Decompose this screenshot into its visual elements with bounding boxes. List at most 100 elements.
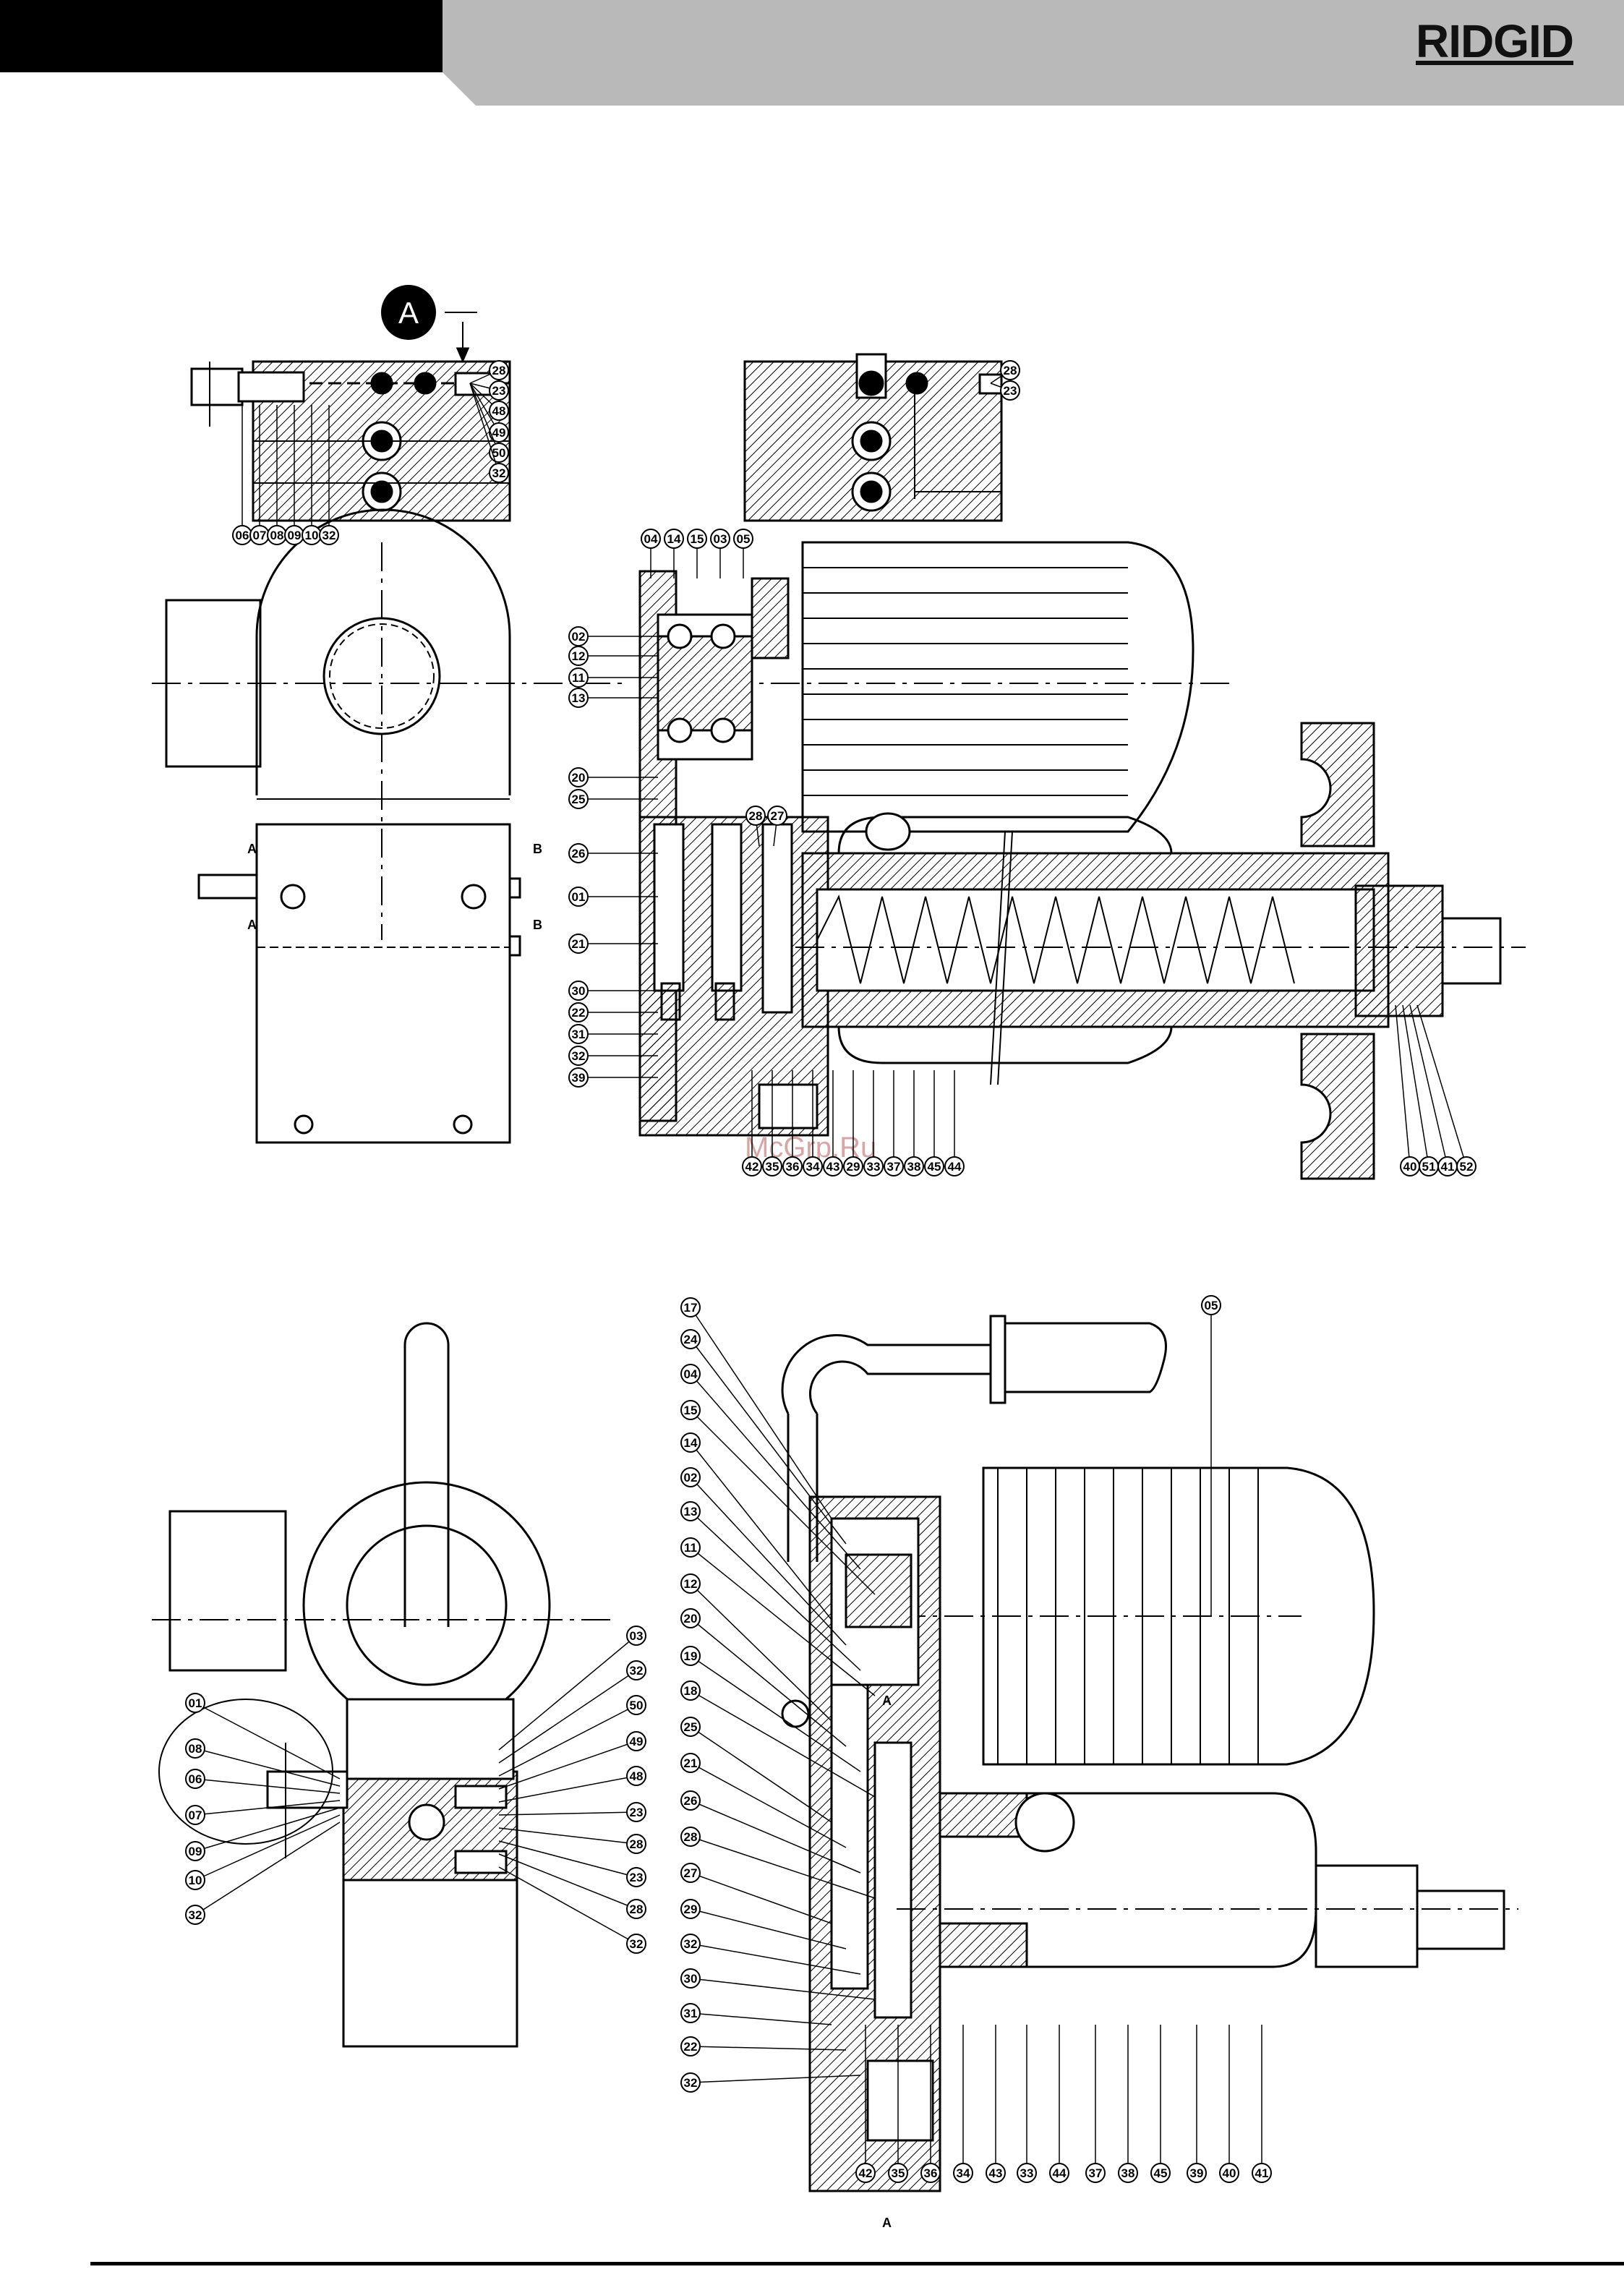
callout-circle (626, 1834, 646, 1854)
callout-circle (680, 1297, 701, 1317)
header-tab-shape (443, 72, 1624, 106)
callout-number: 32 (684, 1937, 698, 1951)
callout-leader (469, 383, 500, 453)
callout-number: 39 (1190, 2166, 1204, 2180)
callout-number: 01 (572, 890, 586, 904)
callout-leader (195, 1702, 341, 1780)
callout-circle (626, 1899, 646, 1919)
callout-leader (498, 1840, 637, 1878)
callout-leader (690, 1442, 832, 1620)
callout-number: 01 (189, 1696, 202, 1710)
callout-circle (680, 2072, 701, 2093)
callout-circle (680, 1934, 701, 1954)
callout-circle (626, 1802, 646, 1822)
callout-number: 04 (684, 1367, 698, 1381)
callout-number: 43 (989, 2166, 1003, 2180)
callout-number: 38 (907, 1160, 921, 1174)
section-mark: A (247, 842, 257, 856)
callout-number: 07 (253, 529, 267, 542)
callout-number: 40 (1403, 1160, 1417, 1174)
callout-number: 48 (630, 1769, 644, 1783)
callout-leader (690, 1583, 832, 1722)
callout-number: 11 (684, 1541, 697, 1555)
callout-circle (986, 2163, 1006, 2183)
callout-circle (680, 1899, 701, 1919)
callout-leader (195, 1814, 341, 1881)
callout-number: 52 (1460, 1160, 1474, 1174)
callout-number: 37 (1089, 2166, 1103, 2180)
callout-circle (626, 1731, 646, 1751)
callout-circle (680, 1573, 701, 1594)
callout-leader (690, 1477, 847, 1646)
callout-number: 22 (572, 1006, 586, 1020)
callout-number: 20 (572, 771, 586, 785)
callout-number: 26 (684, 1794, 698, 1808)
callout-number: 39 (572, 1071, 586, 1085)
callout-number: 28 (1004, 364, 1017, 377)
callout-circle (823, 1156, 843, 1176)
callout-number: 24 (684, 1333, 698, 1346)
callout-circle (680, 1364, 701, 1384)
callout-number: 32 (492, 466, 506, 480)
callout-number: 06 (236, 529, 249, 542)
callout-number: 32 (189, 1908, 202, 1922)
section-mark: B (533, 918, 542, 932)
callout-circle (710, 529, 730, 549)
callout-number: 30 (572, 984, 586, 998)
callout-circle (680, 1717, 701, 1737)
callout-number: 12 (572, 649, 586, 663)
callout-number: 28 (749, 809, 763, 823)
callout-circle (1000, 360, 1020, 380)
callout-number: 02 (572, 630, 586, 644)
callout-number: 42 (745, 1160, 759, 1174)
callout-circle (1219, 2163, 1239, 2183)
callout-circle (687, 529, 707, 549)
callout-circle (680, 1646, 701, 1666)
ridgid-logo: RIDGID (1416, 15, 1574, 67)
callout-number: 44 (948, 1160, 962, 1174)
callout-number: 43 (826, 1160, 840, 1174)
callout-circle (185, 1841, 205, 1861)
callout-number: 06 (189, 1772, 202, 1786)
callout-circle (680, 1680, 701, 1701)
callout-number: 45 (928, 1160, 941, 1174)
callout-circle (641, 529, 661, 549)
header-black-block (0, 0, 443, 72)
callout-circle (185, 1769, 205, 1789)
callout-number: 30 (684, 1972, 698, 1986)
callout-circle (680, 1329, 701, 1349)
callout-circle (568, 789, 589, 809)
footer-rule (90, 2262, 1624, 2265)
callout-circle (185, 1738, 205, 1759)
callout-number: 15 (691, 532, 704, 546)
callout-number: 32 (572, 1049, 586, 1063)
callout-leader (690, 1872, 832, 1924)
callout-circle (924, 1156, 944, 1176)
callout-circle (1049, 2163, 1069, 2183)
callout-number: 51 (1422, 1160, 1436, 1174)
callout-circle (568, 934, 589, 954)
callout-number: 11 (572, 671, 585, 685)
callout-number: 12 (684, 1577, 698, 1591)
callout-circle (626, 1867, 646, 1887)
callout-number: 13 (684, 1505, 698, 1519)
callout-leader (498, 1811, 637, 1816)
callout-circle (680, 1827, 701, 1847)
callout-number: 23 (630, 1806, 644, 1819)
callout-number: 31 (684, 2007, 698, 2020)
callout-circle (920, 2163, 941, 2183)
callout-number: 23 (492, 384, 506, 398)
callout-number: 29 (684, 1902, 698, 1916)
callout-number: 09 (189, 1845, 202, 1858)
callout-number: 50 (630, 1699, 644, 1712)
callout-number: 32 (630, 1664, 644, 1678)
callout-leader (195, 1807, 341, 1852)
callout-number: 40 (1223, 2166, 1236, 2180)
callout-number: 25 (684, 1720, 698, 1734)
callout-number: 33 (1020, 2166, 1034, 2180)
callout-number: 49 (630, 1735, 644, 1748)
callout-number: 03 (714, 532, 727, 546)
callout-number: 23 (1004, 384, 1017, 398)
callout-leader (1402, 1004, 1429, 1167)
callout-circle (568, 688, 589, 708)
